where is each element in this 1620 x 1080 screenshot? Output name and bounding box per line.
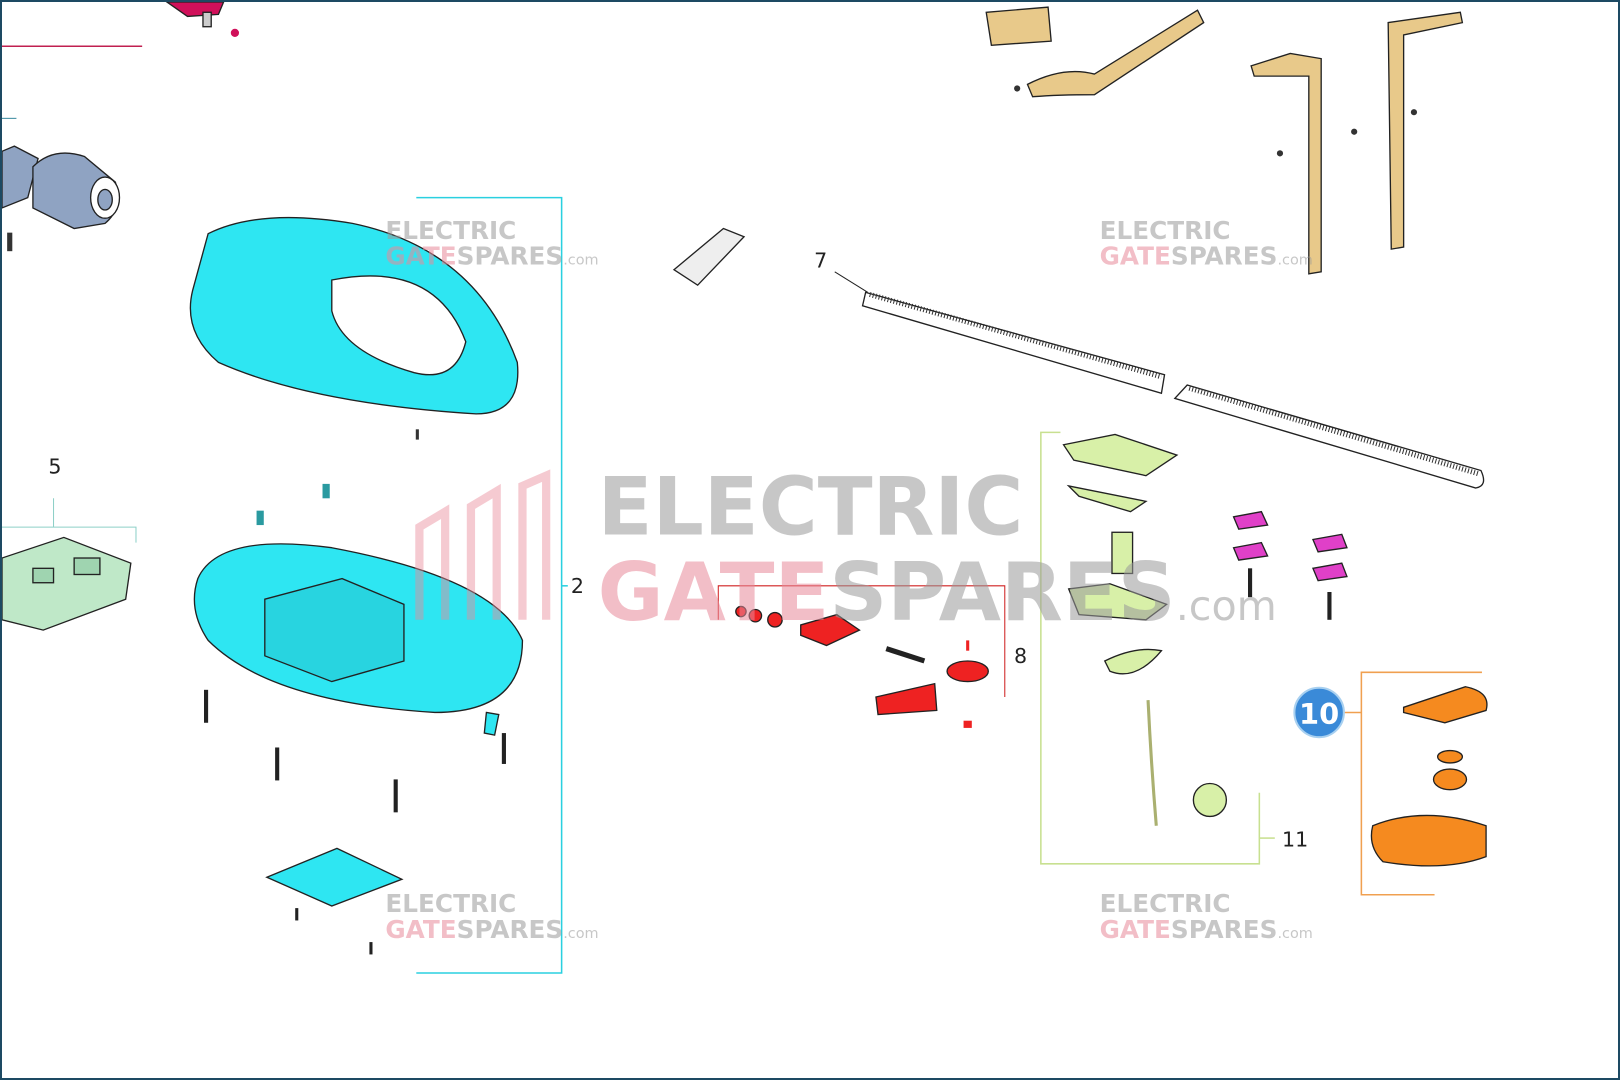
motor-part [2, 145, 121, 252]
belt: 7 [814, 249, 1485, 489]
watermark-small-4: ELECTRIC GATESPARES.com [1100, 889, 1313, 944]
callout-5: 5 [48, 455, 61, 479]
callout-10-badge: 10 [1293, 686, 1345, 739]
cover-assembly: 2 [189, 196, 584, 974]
watermark-small-1: ELECTRIC GATESPARES.com [385, 216, 598, 271]
control-board: 5 [2, 455, 137, 631]
callout-10: 10 [1299, 697, 1339, 731]
mounting-brackets [985, 6, 1464, 275]
carriage-assembly: 11 [1040, 431, 1308, 865]
pulley-assembly: 10 [1293, 671, 1488, 896]
svg-text:ELECTRIC: ELECTRIC [385, 889, 516, 918]
svg-text:GATESPARES.com: GATESPARES.com [1100, 242, 1313, 271]
callout-7: 7 [814, 249, 827, 273]
svg-text:ELECTRIC: ELECTRIC [1100, 216, 1231, 245]
svg-text:GATESPARES.com: GATESPARES.com [385, 915, 598, 944]
callout-11: 11 [1282, 827, 1308, 851]
svg-text:GATESPARES.com: GATESPARES.com [385, 242, 598, 271]
small-bracket [672, 227, 746, 287]
watermark-small-3: ELECTRIC GATESPARES.com [385, 889, 598, 944]
svg-text:GATESPARES.com: GATESPARES.com [1100, 915, 1313, 944]
watermark-small-2: ELECTRIC GATESPARES.com [1100, 216, 1313, 271]
svg-text:ELECTRIC: ELECTRIC [1100, 889, 1231, 918]
callout-8: 8 [1014, 644, 1027, 668]
callout-2: 2 [571, 574, 584, 598]
belt-clips [1232, 510, 1348, 620]
red-part-top [2, 2, 240, 119]
watermark-center: ELECTRIC GATESPARES.com [415, 459, 1277, 639]
cover-plate [265, 847, 404, 907]
drive-parts: 8 [717, 585, 1027, 728]
svg-text:ELECTRIC: ELECTRIC [385, 216, 516, 245]
svg-text:GATESPARES.com: GATESPARES.com [598, 545, 1277, 639]
svg-text:ELECTRIC: ELECTRIC [598, 459, 1024, 553]
